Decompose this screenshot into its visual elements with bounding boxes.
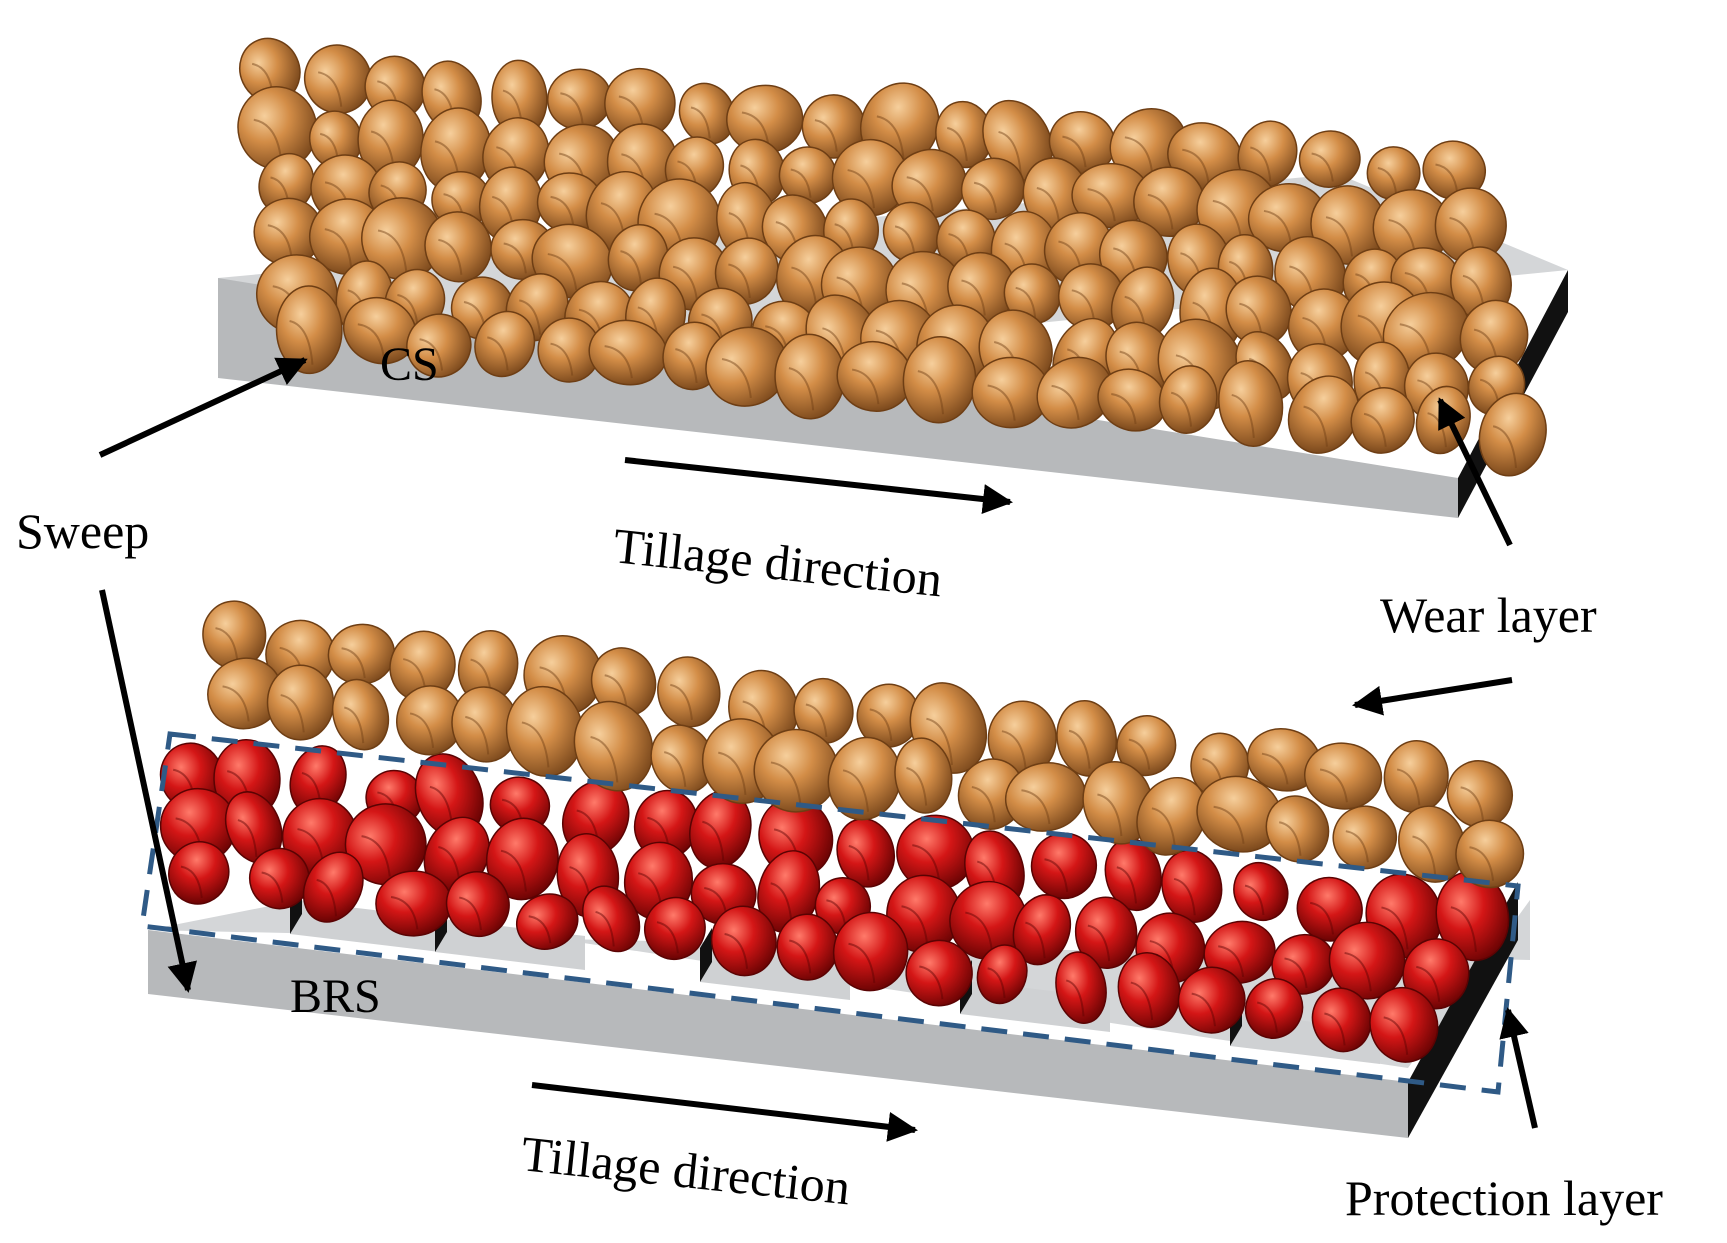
protection-layer-arrow [1499,1007,1538,1129]
wear-particle [207,657,283,730]
brs-plate-front [148,930,1408,1138]
wear-particle [396,685,464,756]
protection-particle [1074,896,1138,969]
wear-particle [891,148,967,220]
wear-particle [406,313,472,378]
protection-particle [1055,951,1107,1024]
sweep-arrow-top [98,357,308,458]
protection-particle [905,939,973,1007]
protection-particle [1311,987,1372,1053]
protection-particle [710,905,777,977]
wear-particle [657,656,721,728]
wear-particle [451,686,519,763]
protection-layer-dashed-box [139,731,1521,1095]
protection-particle [1328,921,1406,1000]
protection-layer-label: Protection layer [1345,1170,1663,1226]
sweep-label: Sweep [16,503,149,559]
wear-layer-label: Wear layer [1380,587,1597,643]
wear-particle [275,285,343,375]
wear-particle [1116,715,1177,777]
wear-particle [331,678,390,751]
tillage-arrow-top [624,457,1013,514]
wear-particle [774,333,846,420]
wear-particle [971,356,1051,429]
wear-particle [546,68,612,131]
protection-particle [1233,862,1289,922]
wear-particle [894,737,953,814]
sweep-arrow-bottom [99,589,197,993]
wear-particle [1446,760,1513,829]
arrows [98,357,1538,1142]
wear-particle [960,157,1026,221]
wear-particle [266,664,335,741]
cs-sweep: CS [218,37,1568,518]
wear-particle [1056,699,1118,777]
protection-particle [516,893,579,950]
tillage-arrow-bottom [531,1082,918,1142]
brs-label: BRS [290,970,381,1023]
tillage-direction-label-top: Tillage direction [611,517,945,607]
tillage-direction-label-bottom: Tillage direction [519,1125,853,1215]
protection-particle [1117,952,1181,1028]
wear-particle [1218,359,1284,448]
wear-particle [1350,387,1415,454]
brs-plate-top [148,900,1530,1068]
wear-particle [1332,805,1397,870]
wear-particle [1136,776,1208,856]
wear-particle [1036,356,1113,429]
wear-particle [1246,728,1321,792]
wear-layer-arrow-bottom [1352,677,1513,716]
wear-particle [1097,368,1167,432]
wear-particle [537,317,601,383]
wear-particle [793,677,854,745]
protection-particle [1161,849,1223,923]
wear-particle [1303,742,1383,810]
brs-wear-particles [202,600,1525,889]
protection-particle [1402,938,1470,1010]
wear-particle [343,297,417,365]
protection-particle [582,885,641,953]
wear-particle [1082,761,1154,845]
protection-particle [302,851,364,923]
protection-particle [168,841,230,905]
wear-particle [902,336,977,424]
protection-particle [248,847,310,910]
protection-particle [1012,894,1072,966]
protection-particle [485,817,559,901]
protection-particle [832,911,909,992]
wear-particle [1478,392,1547,477]
wear-particle [303,44,372,115]
wear-particle [947,252,1016,324]
wear-particle [1383,740,1449,814]
wear-particle [1071,162,1151,229]
protection-particle [445,871,510,938]
protection-particle [1369,986,1439,1063]
wear-particle [1265,795,1330,863]
wear-particle [604,67,676,139]
protection-particle [976,944,1028,1005]
wear-particle [1158,365,1218,434]
protection-particle [1271,933,1336,995]
wear-particle [327,623,396,685]
wear-particle [474,310,536,378]
protection-particle [1244,978,1304,1039]
wear-particle [607,224,669,292]
wear-particle [1298,130,1361,188]
protection-particle [776,913,839,981]
cs-wear-particles [237,37,1547,477]
brs-step-side [700,928,712,982]
protection-particle [375,870,453,937]
wear-particle [573,700,654,792]
brs-sweep: BRS [139,600,1530,1138]
wear-particle [1455,819,1525,889]
protection-particle [1177,966,1246,1034]
cs-label: CS [380,338,439,391]
wear-particle [239,37,301,104]
brs-protection-particles [159,738,1510,1063]
wear-layer-arrow-top [1437,397,1513,547]
protection-particle [644,896,706,960]
protection-particle [1203,920,1276,984]
